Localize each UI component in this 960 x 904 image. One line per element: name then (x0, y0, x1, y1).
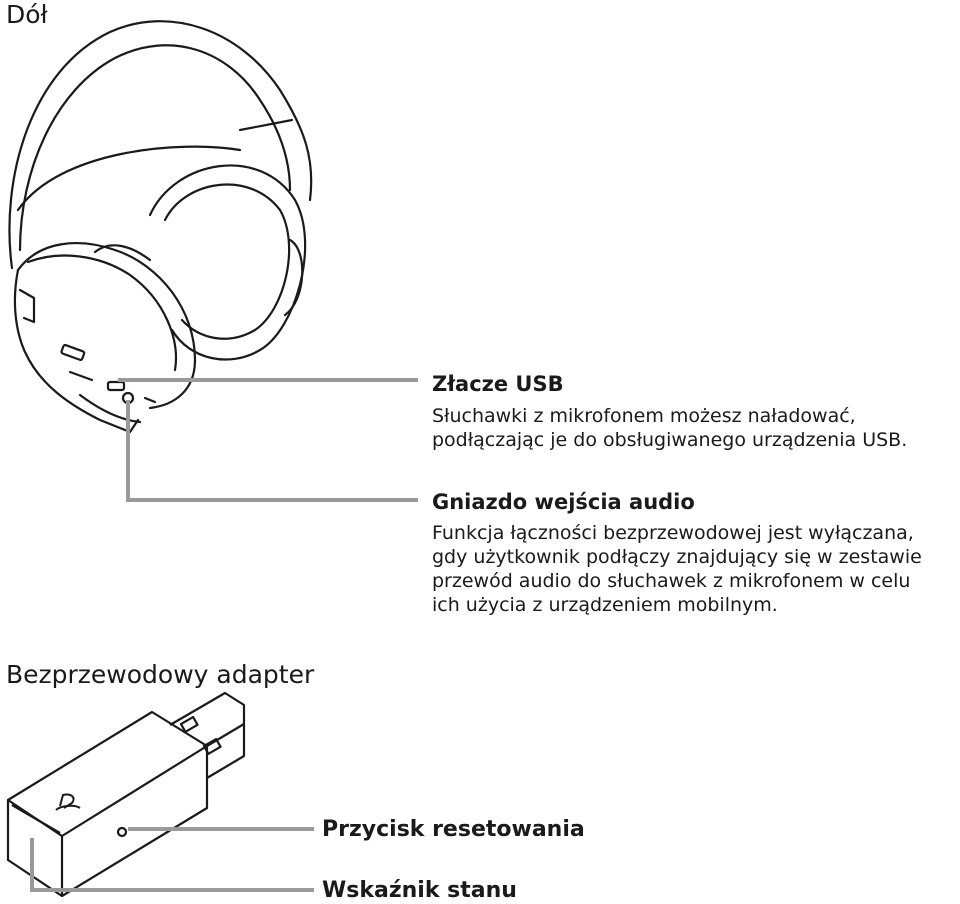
adapter-heading: Bezprzewodowy adapter (6, 660, 315, 689)
usb-connector-title: Złacze USB (432, 372, 564, 396)
playstation-logo-icon (55, 793, 81, 811)
audio-jack-desc-line: ich użycia z urządzeniem mobilnym. (432, 594, 778, 616)
audio-jack-desc-line: gdy użytkownik podłączy znajdujący się w… (432, 546, 922, 568)
reset-button-label: Przycisk resetowania (322, 817, 585, 842)
audio-jack-title: Gniazdo wejścia audio (432, 490, 695, 514)
usb-connector-desc-line: Słuchawki z mikrofonem możesz naładować, (432, 405, 856, 427)
bottom-heading: Dół (6, 0, 48, 29)
audio-jack-desc-line: Funkcja łączności bezprzewodowej jest wy… (432, 522, 914, 544)
audio-jack-desc-line: przewód audio do słuchawek z mikrofonem … (432, 570, 911, 592)
usb-connector-desc-line: podłączając je do obsługiwanego urządzen… (432, 429, 908, 451)
status-indicator-label: Wskaźnik stanu (322, 878, 517, 903)
